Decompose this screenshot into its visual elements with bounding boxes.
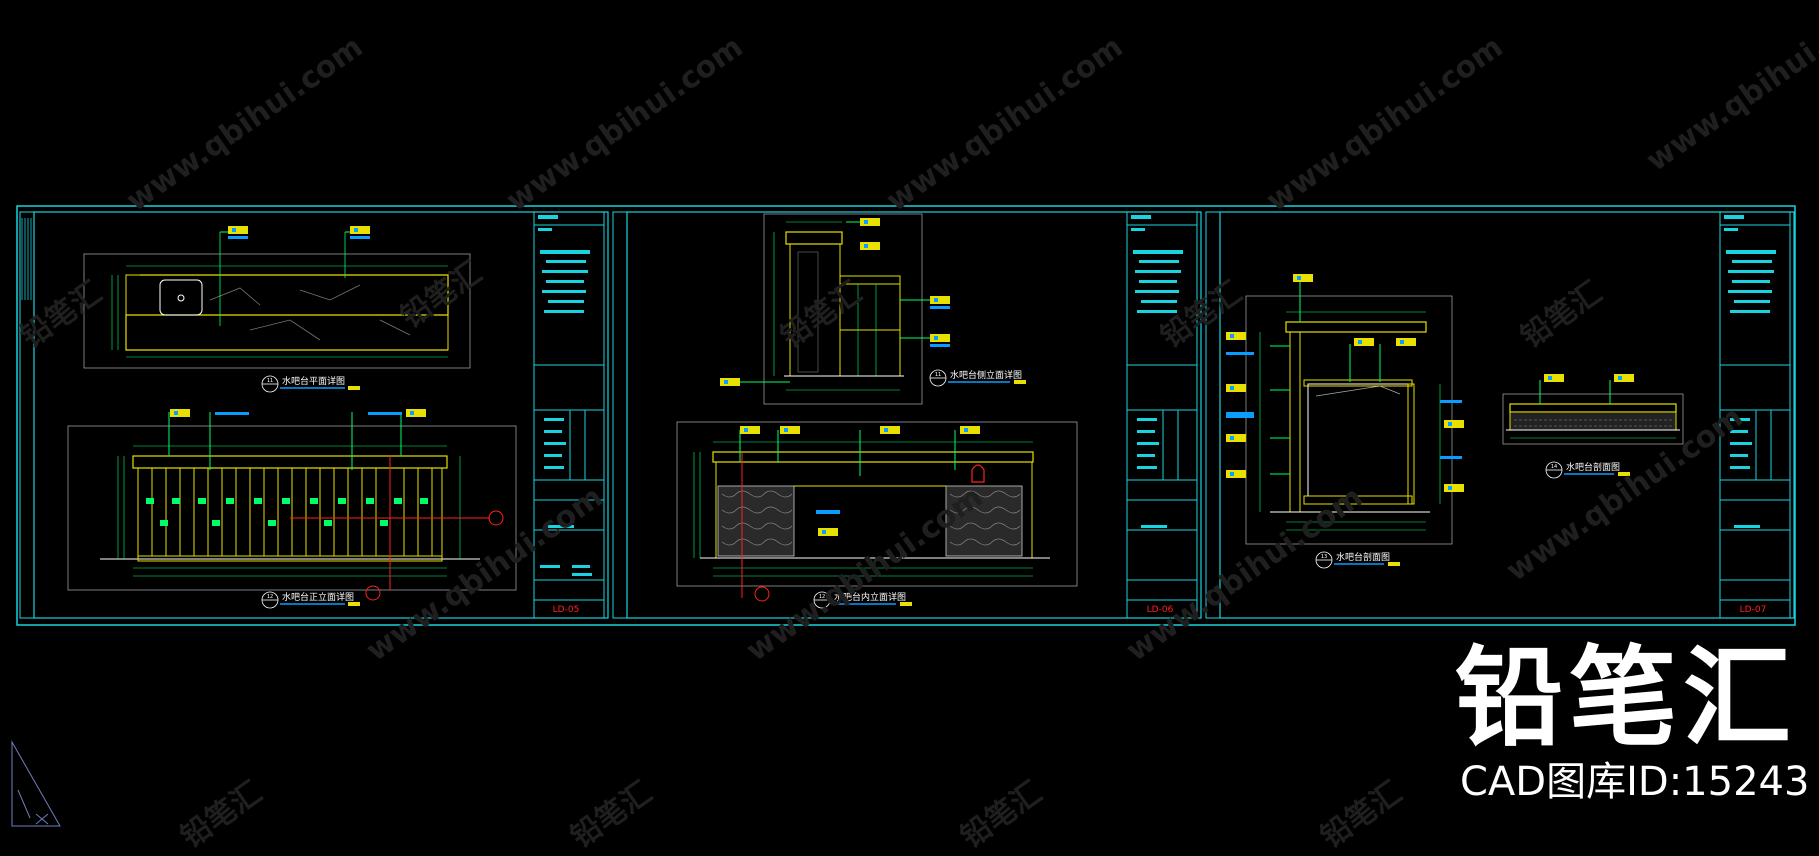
view-4-number: 12 — [819, 594, 825, 600]
sheet-3-title-block — [1719, 211, 1791, 619]
view-6-section: 14 水吧台剖面图 — [1502, 374, 1684, 479]
brand-logo-text: 铅笔汇 — [1455, 636, 1798, 761]
sheet-1-title-block — [533, 211, 605, 619]
view-2-number: 12 — [267, 594, 273, 600]
view-2-title: 水吧台正立面详图 — [282, 591, 354, 603]
view-5-section: 13 水吧台剖面图 — [1226, 274, 1464, 569]
sheet-1-border — [33, 211, 609, 619]
view-1-plan: 11 水吧台平面详图 — [83, 226, 471, 393]
view-2-front-elevation: 12 水吧台正立面详图 — [67, 409, 517, 609]
ucs-icon — [11, 740, 61, 827]
cad-id-label: CAD图库ID:15243 — [1460, 759, 1810, 805]
sheet-strip — [16, 205, 1796, 626]
view-1-title: 水吧台平面详图 — [282, 375, 345, 387]
sheet-2: LD-06 11 — [612, 211, 1202, 619]
view-6-number: 14 — [1551, 464, 1557, 470]
sheet-3-border — [1219, 211, 1795, 619]
sheet-2-border — [626, 211, 1202, 619]
sheet-1-left-strip — [19, 211, 35, 619]
sheet-3-number: LD-07 — [1740, 605, 1767, 615]
view-3-title: 水吧台侧立面详图 — [950, 369, 1022, 381]
sheet-3: LD-07 — [1205, 211, 1795, 619]
sheet-2-number: LD-06 — [1147, 605, 1174, 615]
view-1-number: 11 — [267, 378, 273, 384]
view-6-title: 水吧台剖面图 — [1566, 461, 1620, 473]
view-4-title: 水吧台内立面详图 — [834, 591, 906, 603]
view-4-inner-elevation: 12 水吧台内立面详图 — [676, 421, 1078, 609]
sheet-1: LD-05 11 水吧台平面详图 — [19, 211, 609, 619]
view-3-number: 11 — [935, 372, 941, 378]
sheet-2-title-block — [1126, 211, 1198, 619]
view-5-title: 水吧台剖面图 — [1336, 551, 1390, 563]
view-5-number: 13 — [1321, 554, 1327, 560]
view-3-side-elevation: 11 水吧台侧立面详图 — [720, 213, 1026, 405]
sheet-1-number: LD-05 — [553, 605, 580, 615]
